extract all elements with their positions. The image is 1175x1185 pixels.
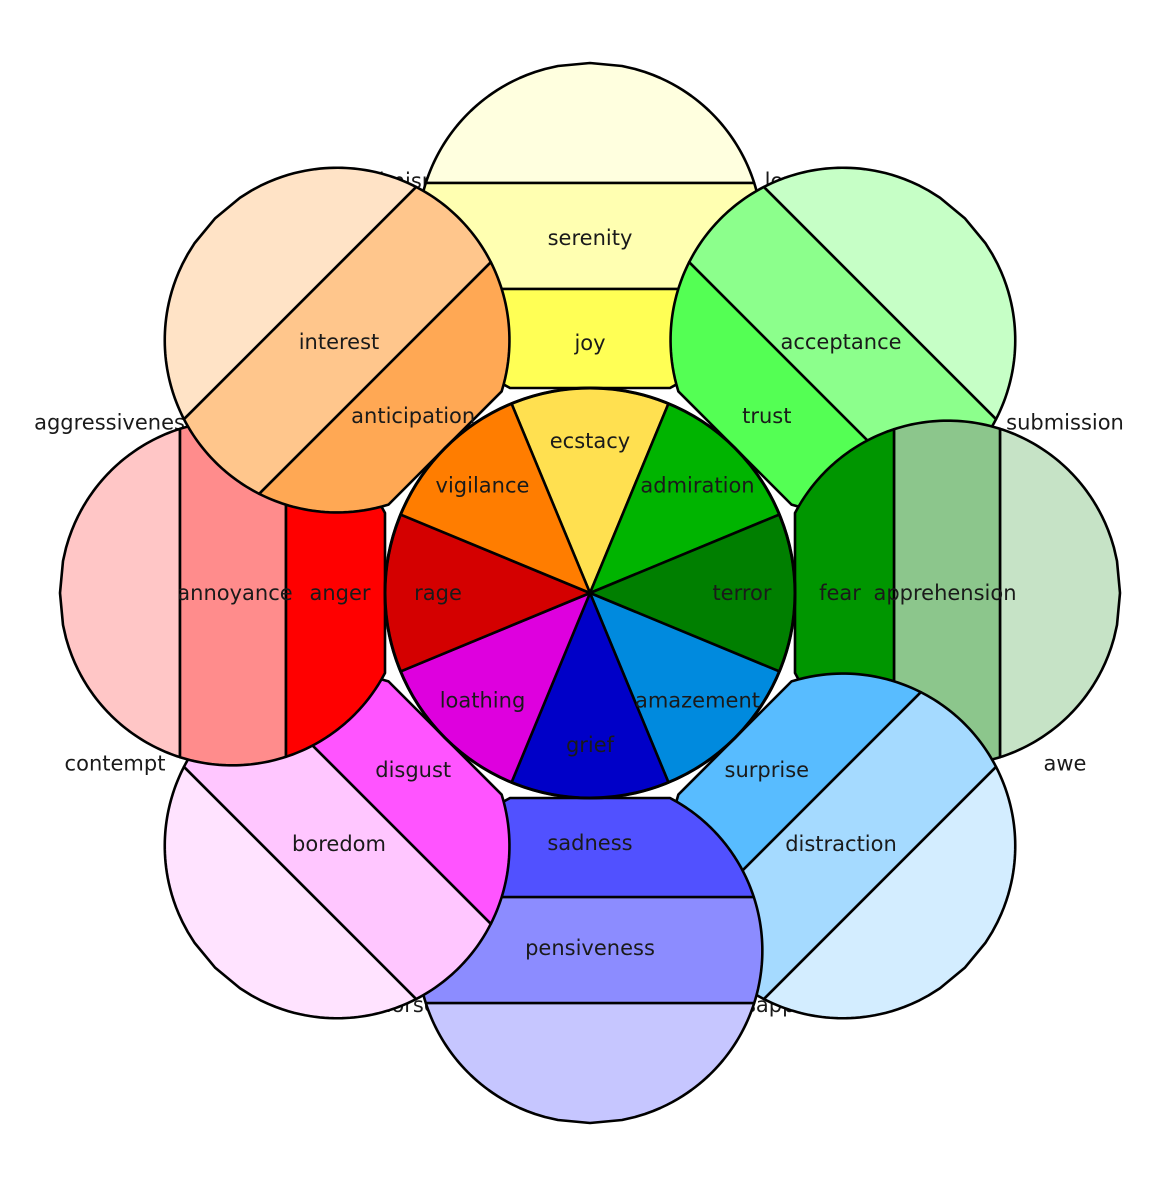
joy-band-3 xyxy=(424,61,756,185)
emotion-labels: ecstacy joy serenity admiration trust accepta… xyxy=(177,226,1016,960)
emotion-label-rage: rage xyxy=(414,581,462,605)
dyad-label-contempt: contempt xyxy=(65,752,166,776)
emotion-label-interest: interest xyxy=(299,330,380,354)
emotion-label-annoyance: annoyance xyxy=(177,581,292,605)
anticipation-band-1 xyxy=(257,260,511,514)
emotion-label-ecstacy: ecstacy xyxy=(550,429,630,453)
fear-band-3 xyxy=(998,427,1122,759)
emotion-label-amazement: amazement xyxy=(635,689,760,713)
emotion-label-anger: anger xyxy=(309,581,370,605)
emotion-label-serenity: serenity xyxy=(548,226,633,250)
emotion-label-joy: joy xyxy=(573,331,605,355)
petal-anticipation xyxy=(163,166,511,514)
emotion-label-pensiveness: pensiveness xyxy=(525,936,655,960)
dyad-label-awe: awe xyxy=(1044,752,1087,776)
core-outline xyxy=(383,386,797,800)
emotion-label-distraction: distraction xyxy=(785,832,897,856)
sadness-band-3 xyxy=(424,1001,756,1125)
emotion-label-admiration: admiration xyxy=(640,474,754,498)
emotion-label-loathing: loathing xyxy=(440,689,526,713)
emotion-label-vigilance: vigilance xyxy=(436,474,530,498)
anticipation-band-2 xyxy=(182,185,493,496)
emotion-label-trust: trust xyxy=(742,404,791,428)
emotion-label-terror: terror xyxy=(712,581,771,605)
dyad-label-submission: submission xyxy=(1006,410,1124,434)
emotion-label-grief: grief xyxy=(566,733,615,757)
disgust-band-3 xyxy=(163,765,418,1020)
surprise-band-3 xyxy=(762,765,1017,1020)
emotion-petals xyxy=(58,61,1122,1125)
emotion-label-boredom: boredom xyxy=(292,832,386,856)
emotion-label-anticipation: anticipation xyxy=(351,404,475,428)
emotion-label-acceptance: acceptance xyxy=(780,330,901,354)
core-circle xyxy=(383,386,797,800)
emotion-label-apprehension: apprehension xyxy=(873,581,1016,605)
anger-band-3 xyxy=(58,427,182,759)
emotion-label-fear: fear xyxy=(819,581,861,605)
trust-band-3 xyxy=(762,166,1017,421)
emotion-label-disgust: disgust xyxy=(375,758,451,782)
anticipation-band-3 xyxy=(163,166,418,421)
emotion-label-sadness: sadness xyxy=(547,831,632,855)
dyad-label-aggressiveness: aggressiveness xyxy=(34,410,196,434)
emotion-label-surprise: surprise xyxy=(725,758,810,782)
